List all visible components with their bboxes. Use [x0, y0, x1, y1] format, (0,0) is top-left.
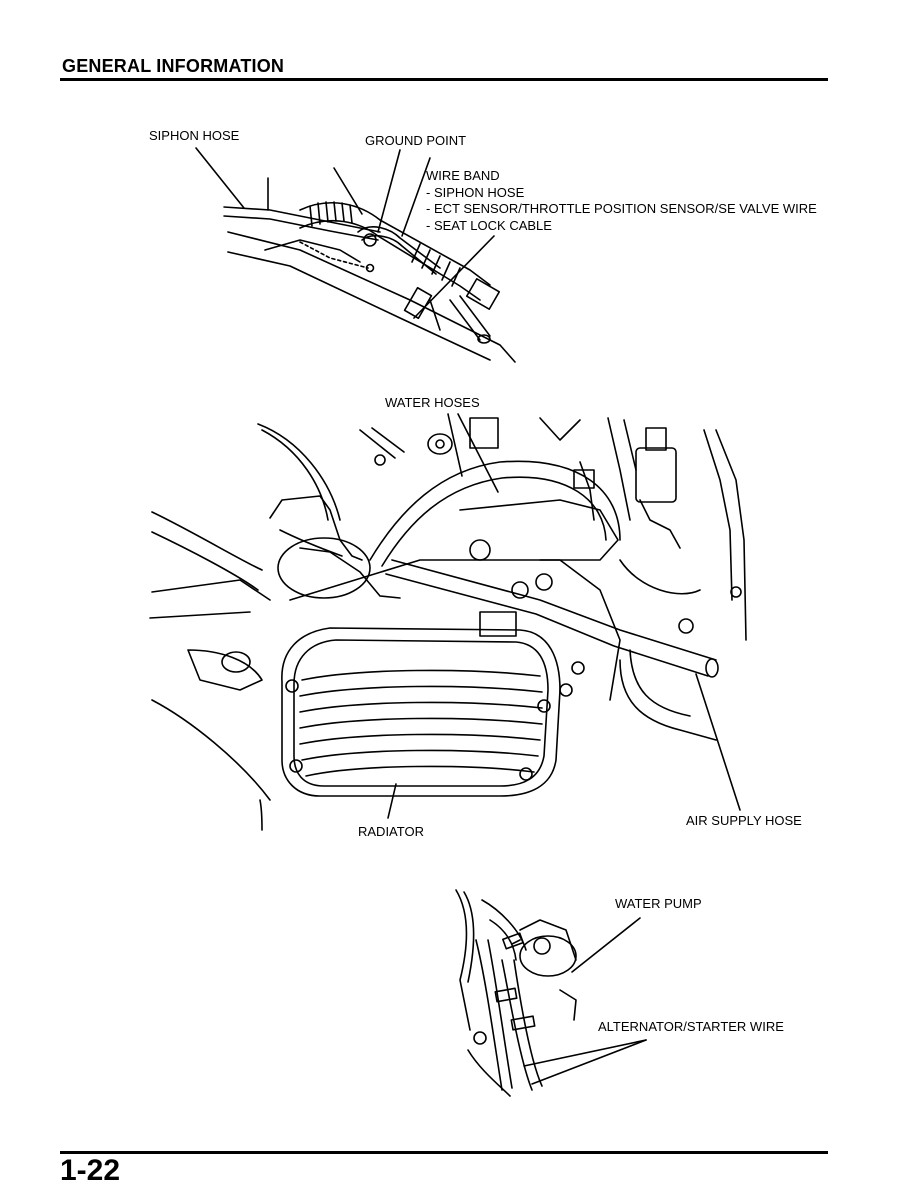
footer-rule	[60, 1151, 828, 1154]
figure-1-drawing	[195, 147, 516, 363]
section-title: GENERAL INFORMATION	[62, 56, 285, 76]
water-pump-label: WATER PUMP	[615, 896, 702, 911]
ground-point-label: GROUND POINT	[365, 133, 467, 148]
figure-2-drawing	[149, 413, 747, 831]
water-hoses-label: WATER HOSES	[385, 395, 480, 410]
figure-3-drawing	[455, 889, 647, 1097]
wire-band-item: - SIPHON HOSE	[426, 184, 525, 200]
air-supply-hose-label: AIR SUPPLY HOSE	[686, 813, 802, 828]
radiator-label: RADIATOR	[358, 824, 424, 839]
page-number: 1-22	[60, 1154, 121, 1187]
wire-band-item: - SEAT LOCK CABLE	[426, 217, 552, 233]
wire-band-callout: WIRE BAND - SIPHON HOSE - ECT SENSOR/THR…	[426, 168, 817, 234]
wire-band-title: WIRE BAND	[426, 168, 500, 183]
header-rule	[60, 78, 828, 81]
siphon-hose-label: SIPHON HOSE	[149, 128, 240, 143]
alternator-starter-wire-label: ALTERNATOR/STARTER WIRE	[598, 1019, 784, 1034]
wire-band-item: - ECT SENSOR/THROTTLE POSITION SENSOR/SE…	[426, 201, 817, 216]
